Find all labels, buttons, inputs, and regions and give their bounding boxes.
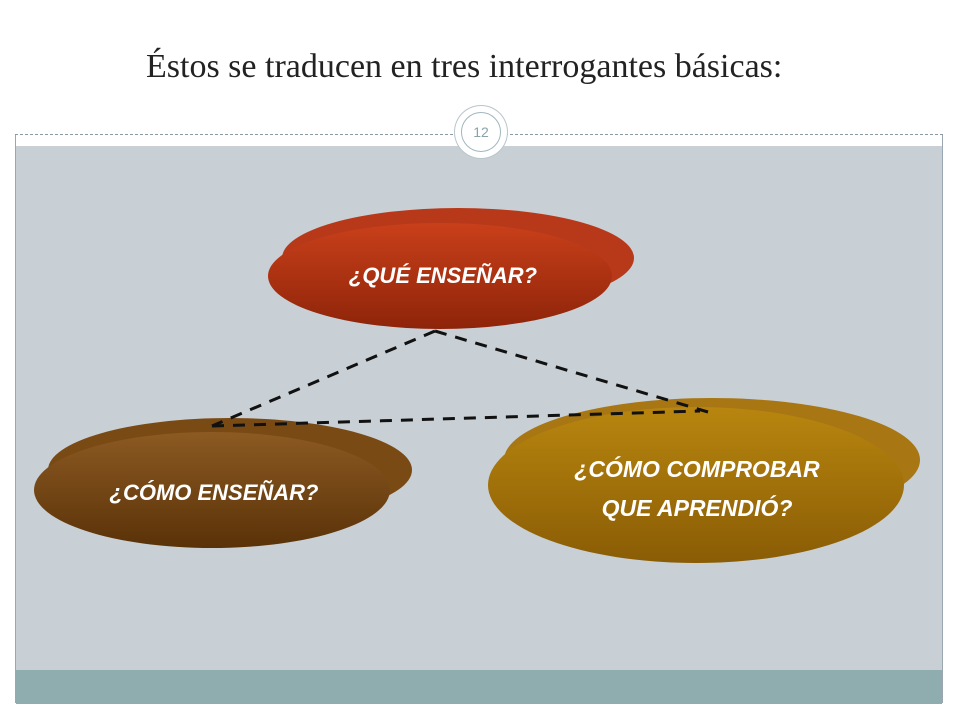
footer-bar bbox=[16, 670, 942, 704]
node-check-front bbox=[488, 407, 904, 563]
connector-what-check bbox=[434, 329, 709, 414]
node-check-label-line2: QUE APRENDIÓ? bbox=[602, 494, 793, 521]
node-what: ¿QUÉ ENSEÑAR? bbox=[268, 208, 634, 329]
slide-number-badge: 12 bbox=[455, 106, 507, 158]
slide-title: Éstos se traducen en tres interrogantes … bbox=[146, 48, 783, 85]
connector-how-check bbox=[211, 409, 701, 428]
connectors bbox=[211, 329, 709, 428]
node-what-front bbox=[268, 223, 612, 329]
node-check: ¿CÓMO COMPROBAR QUE APRENDIÓ? bbox=[488, 398, 920, 563]
connector-what-how bbox=[211, 329, 436, 428]
node-how: ¿CÓMO ENSEÑAR? bbox=[34, 418, 412, 548]
node-how-front bbox=[34, 432, 390, 548]
node-check-label-line1: ¿CÓMO COMPROBAR bbox=[574, 455, 820, 482]
node-what-label: ¿QUÉ ENSEÑAR? bbox=[349, 263, 537, 288]
slide-number: 12 bbox=[461, 112, 501, 152]
node-how-label: ¿CÓMO ENSEÑAR? bbox=[110, 480, 319, 505]
